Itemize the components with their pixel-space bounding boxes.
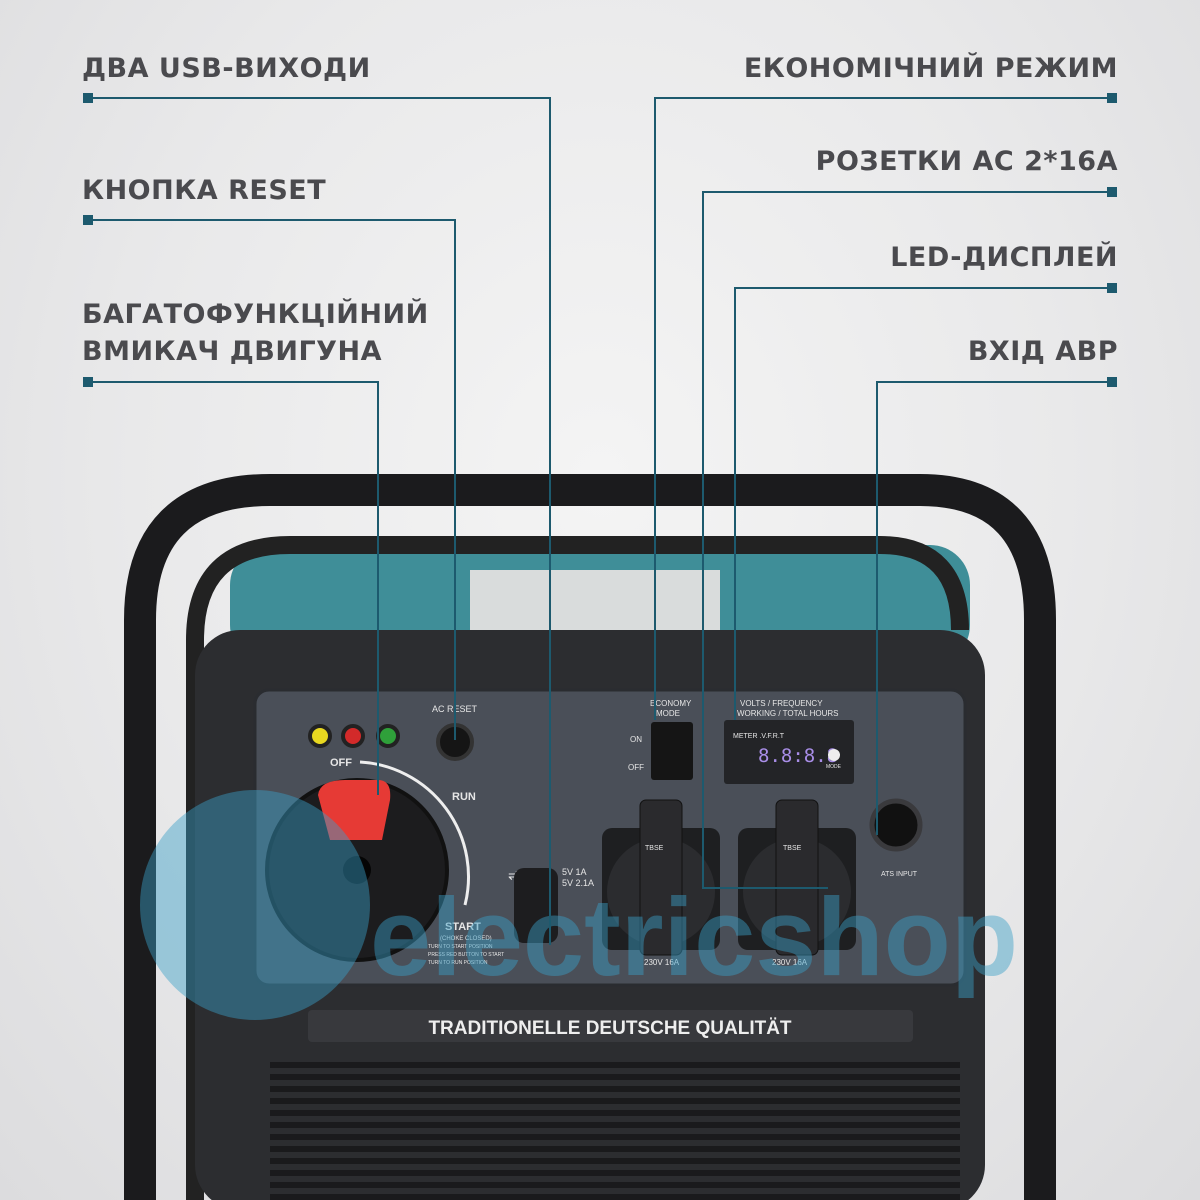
vent-slot: [270, 1158, 960, 1164]
switch-arc: [359, 760, 470, 906]
callout-switch-line2: ВМИКАЧ ДВИГУНА: [82, 336, 382, 367]
vent-slot: [270, 1062, 960, 1068]
knob-red-button[interactable]: [318, 780, 391, 840]
socket-1-label: 230V 16A: [644, 958, 680, 967]
vent-slot: [270, 1194, 960, 1200]
run-indicator-light: [376, 724, 400, 748]
vent-slot: [270, 1134, 960, 1140]
meter-title-2: WORKING / TOTAL HOURS: [737, 709, 839, 718]
choke-label: (CHOKE CLOSED): [440, 936, 492, 942]
callout-ats: ВХІД АВР: [967, 336, 1118, 367]
frame-inner: [186, 536, 969, 1200]
knob-hole: [343, 856, 371, 884]
economy-on-label: ON: [630, 735, 642, 744]
socket-1-brand: TBSE: [645, 845, 664, 852]
switch-run-label: RUN: [452, 791, 476, 803]
step-1: TURN TO START POSITION: [428, 944, 493, 950]
economy-off-label: OFF: [628, 763, 644, 772]
callout-switch-line1: БАГАТОФУНКЦІЙНИЙ: [82, 299, 429, 330]
callout-reset: КНОПКА RESET: [82, 175, 327, 206]
meter-title-1: VOLTS / FREQUENCY: [740, 699, 823, 708]
callout-led: LED-ДИСПЛЕЙ: [890, 242, 1118, 273]
overload-indicator-light: [341, 724, 365, 748]
meter-mode-button[interactable]: [828, 749, 840, 761]
socket-2-brand: TBSE: [783, 845, 802, 852]
usb-rating-1: 5V 1A: [562, 867, 587, 877]
economy-label-1: ECONOMY: [650, 699, 692, 708]
vent-slot: [270, 1086, 960, 1092]
spec-sticker: [470, 570, 720, 630]
ats-input-port[interactable]: [869, 798, 923, 852]
vent-slot: [270, 1110, 960, 1116]
oil-indicator-light: [308, 724, 332, 748]
ats-input-label: ATS INPUT: [881, 871, 918, 878]
switch-start-label: START: [445, 921, 481, 933]
frame-handle: [124, 474, 1056, 1200]
callout-economy: ЕКОНОМІЧНИЙ РЕЖИМ: [743, 53, 1118, 84]
slogan-strip: [308, 1010, 913, 1042]
ac-socket-1[interactable]: [602, 799, 720, 956]
socket-2-label: 230V 16A: [772, 958, 808, 967]
economy-mode-switch[interactable]: [651, 722, 693, 780]
usb-rating-2: 5V 2.1A: [562, 878, 594, 888]
switch-off-label: OFF: [330, 757, 352, 769]
vent-slot: [270, 1146, 960, 1152]
meter-digits: 8.8:8.8: [758, 745, 838, 767]
watermark-logo: [140, 790, 370, 1020]
meter-mode-label: MODE: [826, 764, 842, 770]
slogan-text: TRADITIONELLE DEUTSCHE QUALITÄT: [428, 1018, 791, 1039]
vent-slot: [270, 1122, 960, 1128]
watermark-text: electricshop: [370, 876, 1018, 999]
led-display: [724, 720, 854, 784]
callout-lines: [88, 97, 1112, 945]
usb-port-cover[interactable]: [514, 868, 558, 943]
callout-markers: [83, 93, 1117, 387]
vent-slot: [270, 1098, 960, 1104]
vent-grille: [270, 1062, 960, 1200]
callout-usb: ДВА USB-ВИХОДИ: [82, 53, 371, 84]
ac-socket-2[interactable]: [738, 799, 856, 956]
vent-slot: [270, 1074, 960, 1080]
vent-slot: [270, 1170, 960, 1176]
step-3: TURN TO RUN POSITION: [428, 960, 488, 966]
callout-sockets: РОЗЕТКИ АС 2*16А: [815, 146, 1118, 177]
vent-slot: [270, 1182, 960, 1188]
meter-label: METER .V.F.R.T: [733, 733, 785, 740]
step-2: PRESS RED BUTTON TO START: [428, 952, 504, 958]
economy-label-2: MODE: [656, 709, 680, 718]
